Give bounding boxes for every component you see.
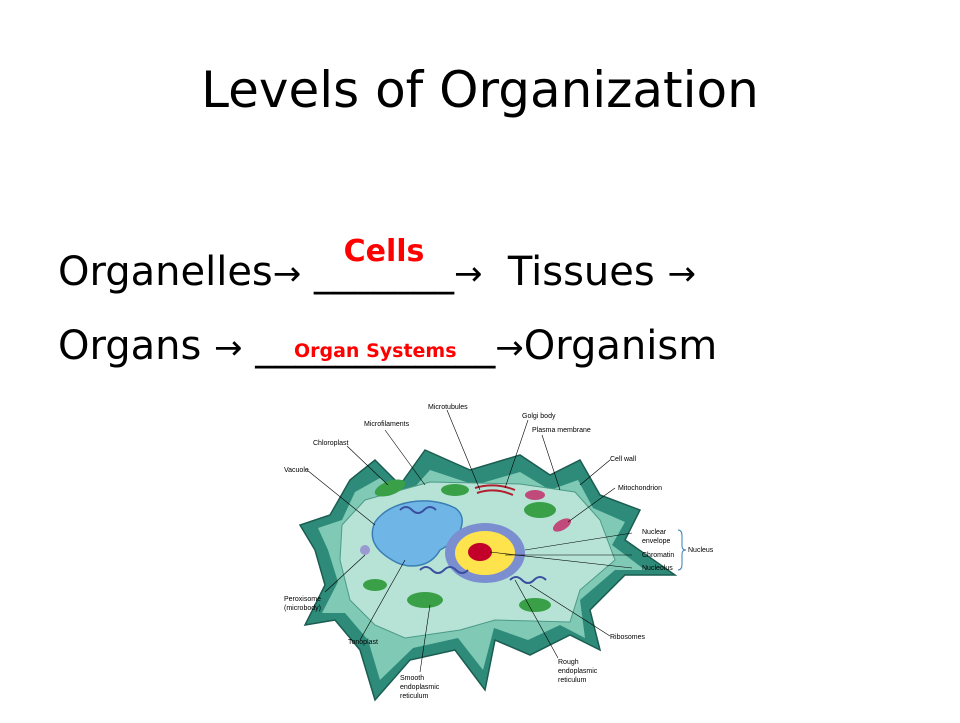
- golgi-shape: [476, 489, 514, 496]
- label-golgi-body: Golgi body: [522, 413, 556, 420]
- label-smooth-er: Smooth: [400, 675, 424, 682]
- blank-cells: _______ Cells: [313, 234, 454, 298]
- peroxisome-shape: [360, 545, 370, 555]
- chloroplast-shape: [374, 479, 406, 497]
- label-chromatin: Chromatin: [642, 552, 674, 559]
- nucleolus-shape: [468, 543, 492, 561]
- label-nuclear-envelope: envelope: [642, 538, 671, 545]
- label-microtubules: Microtubules: [428, 404, 468, 411]
- word-organelles: Organelles: [58, 249, 273, 295]
- golgi-shape: [474, 484, 516, 491]
- arrow-icon: →: [272, 254, 302, 294]
- leader-lines: [306, 409, 633, 673]
- label-smooth-er: endoplasmic: [400, 684, 440, 691]
- mitochondrion-shape: [552, 518, 572, 532]
- arrow-icon: →: [214, 328, 243, 368]
- organization-line-1: Organelles→ _______ Cells → Tissues →: [58, 234, 696, 300]
- blank-organ-systems: ____________ Organ Systems: [255, 320, 495, 372]
- label-rough-er: reticulum: [558, 677, 587, 684]
- arrow-icon: →: [453, 254, 483, 294]
- er-shape: [399, 506, 437, 514]
- word-organism: Organism: [523, 323, 718, 369]
- label-nucleolus: Nucleolus: [642, 565, 673, 572]
- label-vacuole: Vacuole: [284, 467, 309, 474]
- organization-line-2: Organs → ____________ Organ Systems →Org…: [58, 320, 717, 374]
- label-rough-er: endoplasmic: [558, 668, 598, 675]
- blank-underline: _______: [313, 249, 454, 295]
- slide-title: Levels of Organization: [201, 61, 759, 119]
- chloroplast-shape: [363, 579, 387, 591]
- plant-cell-diagram: Microtubules Microfilaments Golgi body P…: [280, 400, 750, 718]
- label-chloroplast: Chloroplast: [313, 440, 348, 447]
- label-nucleus: Nucleus: [688, 547, 714, 554]
- arrow-icon: →: [667, 254, 696, 294]
- word-organs: Organs: [58, 323, 202, 369]
- vacuole-shape: [371, 500, 463, 567]
- plant-cell-illustration: Microtubules Microfilaments Golgi body P…: [284, 404, 714, 702]
- label-ribosomes: Ribosomes: [610, 634, 646, 641]
- label-plasma-membrane: Plasma membrane: [532, 427, 591, 434]
- label-microfilaments: Microfilaments: [364, 421, 410, 428]
- chloroplast-shape: [519, 598, 551, 612]
- er-shape: [509, 576, 547, 584]
- label-mitochondrion: Mitochondrion: [618, 485, 662, 492]
- blank-underline: ____________: [255, 323, 496, 369]
- arrow-icon: →: [495, 328, 524, 368]
- label-rough-er: Rough: [558, 659, 579, 666]
- label-cell-wall: Cell wall: [610, 456, 637, 463]
- label-peroxisome: (microbody): [284, 605, 321, 612]
- chloroplast-shape: [524, 502, 556, 518]
- word-tissues: Tissues: [507, 249, 655, 295]
- mitochondrion-shape: [525, 490, 545, 500]
- answer-organ-systems: Organ Systems: [293, 340, 457, 362]
- answer-cells: Cells: [343, 234, 425, 269]
- nucleus-bracket: [677, 529, 687, 571]
- label-peroxisome: Peroxisome: [284, 596, 321, 603]
- label-nuclear-envelope: Nuclear: [642, 529, 667, 536]
- chloroplast-shape: [441, 484, 469, 496]
- label-tonoplast: Tonoplast: [348, 639, 378, 646]
- label-smooth-er: reticulum: [400, 693, 429, 700]
- er-shape: [419, 566, 469, 574]
- chloroplast-shape: [407, 592, 443, 608]
